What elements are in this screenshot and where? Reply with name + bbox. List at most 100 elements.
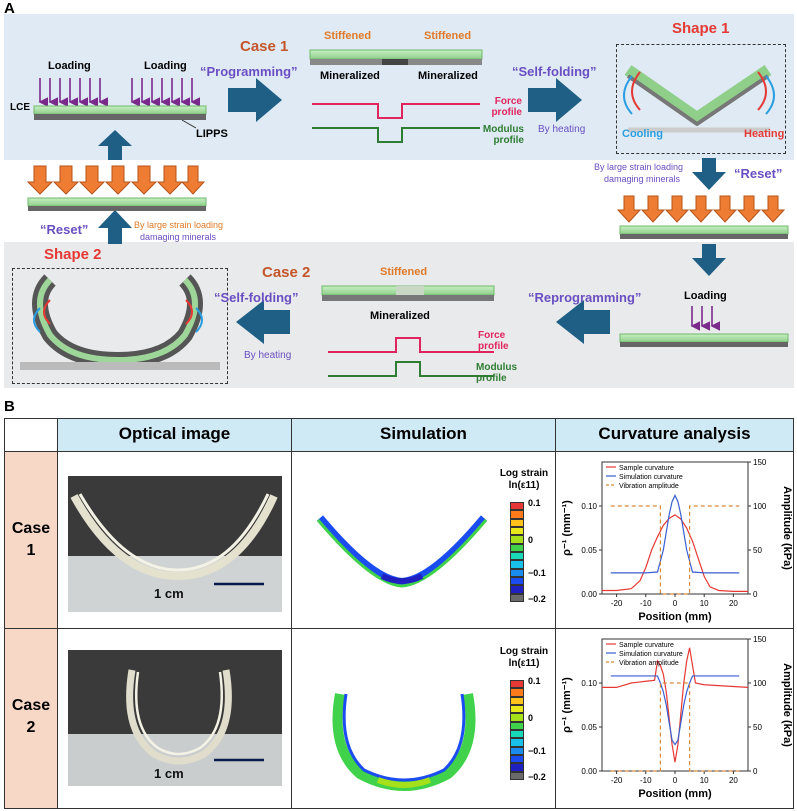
case2-row-label-cell: Case 2	[4, 628, 58, 809]
self-folding-arrow-top	[528, 78, 582, 122]
legend-swatch	[510, 518, 524, 527]
reset-left-label: “Reset”	[40, 222, 89, 237]
loading-bottom-label: Loading	[684, 290, 727, 302]
legend-swatch	[510, 526, 524, 536]
case1-row-label-cell: Case 1	[4, 451, 58, 629]
plot-frame	[601, 638, 749, 772]
y2-tick-label: 0	[753, 767, 758, 776]
y2-tick-label: 150	[753, 635, 767, 644]
case1-scale-bar-label: 1 cm	[154, 586, 184, 601]
self-folding-arrow-bottom	[236, 300, 290, 344]
legend-swatch	[510, 560, 524, 569]
programming-arrow	[228, 78, 282, 122]
mineralized-mid-label: Mineralized	[370, 310, 430, 322]
legend-swatch	[510, 738, 524, 747]
legend-swatch	[510, 502, 524, 511]
legend-label-0: Sample curvature	[619, 465, 674, 472]
shape1-illustration	[623, 65, 775, 133]
loading-arrows-bottom	[690, 306, 720, 331]
panel-a-top-background	[4, 14, 614, 160]
legend-swatch	[510, 551, 524, 561]
legend1-tick-1: 0	[528, 535, 534, 545]
x-axis-label: Position (mm)	[638, 611, 712, 623]
y2-axis-label: Amplitude (kPa)	[781, 486, 792, 570]
reset-left-note-2: damaging minerals	[140, 232, 217, 242]
legend-swatch	[510, 721, 524, 730]
legend-swatch	[510, 680, 524, 689]
case1-simulation-shape	[316, 515, 488, 588]
x-tick-label: -10	[640, 776, 652, 785]
lce-layer	[33, 105, 207, 115]
x-tick-label: -10	[640, 599, 652, 608]
x-tick-label: -20	[611, 776, 623, 785]
series-line-0	[602, 514, 748, 592]
legend-swatch	[510, 543, 524, 552]
corner-cell	[4, 418, 58, 452]
legend-swatch	[510, 688, 524, 697]
y-tick-label: 0.00	[581, 590, 597, 599]
force-profile-label: Force profile	[491, 96, 522, 118]
self-folding-top-label: “Self-folding”	[512, 64, 597, 79]
legend-swatch	[510, 771, 524, 780]
mineralized-right-label: Mineralized	[418, 70, 478, 82]
heating-label: Heating	[744, 128, 785, 140]
mineralized-left-label: Mineralized	[320, 70, 380, 82]
legend2-title-1: Log strain	[499, 646, 549, 657]
by-heating-top-label: By heating	[538, 124, 586, 135]
shape2-illustration	[20, 274, 220, 370]
legend-label-1: Simulation curvature	[619, 474, 683, 481]
shape2-label: Shape 2	[44, 246, 102, 263]
shape1-dashed-box	[616, 44, 786, 154]
legend-swatch	[510, 593, 524, 602]
panel-b-label: B	[4, 398, 15, 415]
stiffened-right-label: Stiffened	[424, 30, 472, 42]
down-arrow-right-2	[692, 244, 726, 276]
reset-right-note-2: damaging minerals	[604, 174, 681, 184]
shape2-dashed-box	[12, 268, 228, 384]
case1-photo	[68, 476, 282, 612]
stiffened-mid-label: Stiffened	[380, 266, 428, 278]
case2-label: Case 2	[262, 264, 311, 281]
legend1-title-1: Log strain	[499, 468, 549, 479]
reset-left-note-1: By large strain loading	[134, 220, 224, 230]
legend-swatch	[510, 535, 524, 544]
y2-tick-label: 0	[753, 590, 758, 599]
legend-swatch	[510, 696, 524, 705]
shape1-label: Shape 1	[672, 20, 730, 37]
legend1-title-2: ln(ε11)	[508, 480, 540, 491]
stiffened-left-label: Stiffened	[324, 30, 372, 42]
reset-right-label: “Reset”	[734, 166, 783, 181]
legend-swatch	[510, 510, 524, 519]
y-axis-label: ρ⁻¹ (mm⁻¹)	[561, 500, 573, 556]
programming-label: “Programming”	[200, 64, 298, 79]
y2-tick-label: 100	[753, 679, 767, 688]
down-arrow-right-1	[692, 158, 726, 190]
y2-tick-label: 50	[753, 546, 762, 555]
legend-label-2: Vibration amplitude	[619, 660, 679, 667]
legend2-tick-0: 0.1	[528, 676, 541, 686]
series-line-1	[610, 494, 740, 574]
case2-curvature-cell	[555, 628, 794, 809]
y-tick-label: 0.05	[581, 723, 597, 732]
cooling-label: Cooling	[622, 128, 663, 140]
x-tick-label: 10	[700, 599, 709, 608]
reprogramming-arrow	[556, 300, 610, 344]
legend-swatch	[510, 568, 524, 577]
force-profile-2-label: Force profile	[478, 330, 509, 352]
x-tick-label: 10	[700, 776, 709, 785]
y2-tick-label: 100	[753, 502, 767, 511]
y2-axis-label: Amplitude (kPa)	[781, 663, 792, 747]
modulus-profile-label: Modulus profile	[482, 124, 524, 146]
panel-a-diagram	[20, 49, 789, 377]
legend1-tick-3: −0.2	[528, 594, 546, 604]
y-axis-label: ρ⁻¹ (mm⁻¹)	[561, 677, 573, 733]
plot-frame	[601, 461, 749, 595]
series-line-0	[602, 647, 749, 763]
x-axis-label: Position (mm)	[638, 788, 712, 800]
by-heating-bottom-label: By heating	[244, 350, 292, 361]
y-tick-label: 0.10	[581, 679, 597, 688]
legend-swatch	[510, 576, 524, 586]
case2-scale-bar-label: 1 cm	[154, 766, 184, 781]
legend-swatch	[510, 713, 524, 722]
